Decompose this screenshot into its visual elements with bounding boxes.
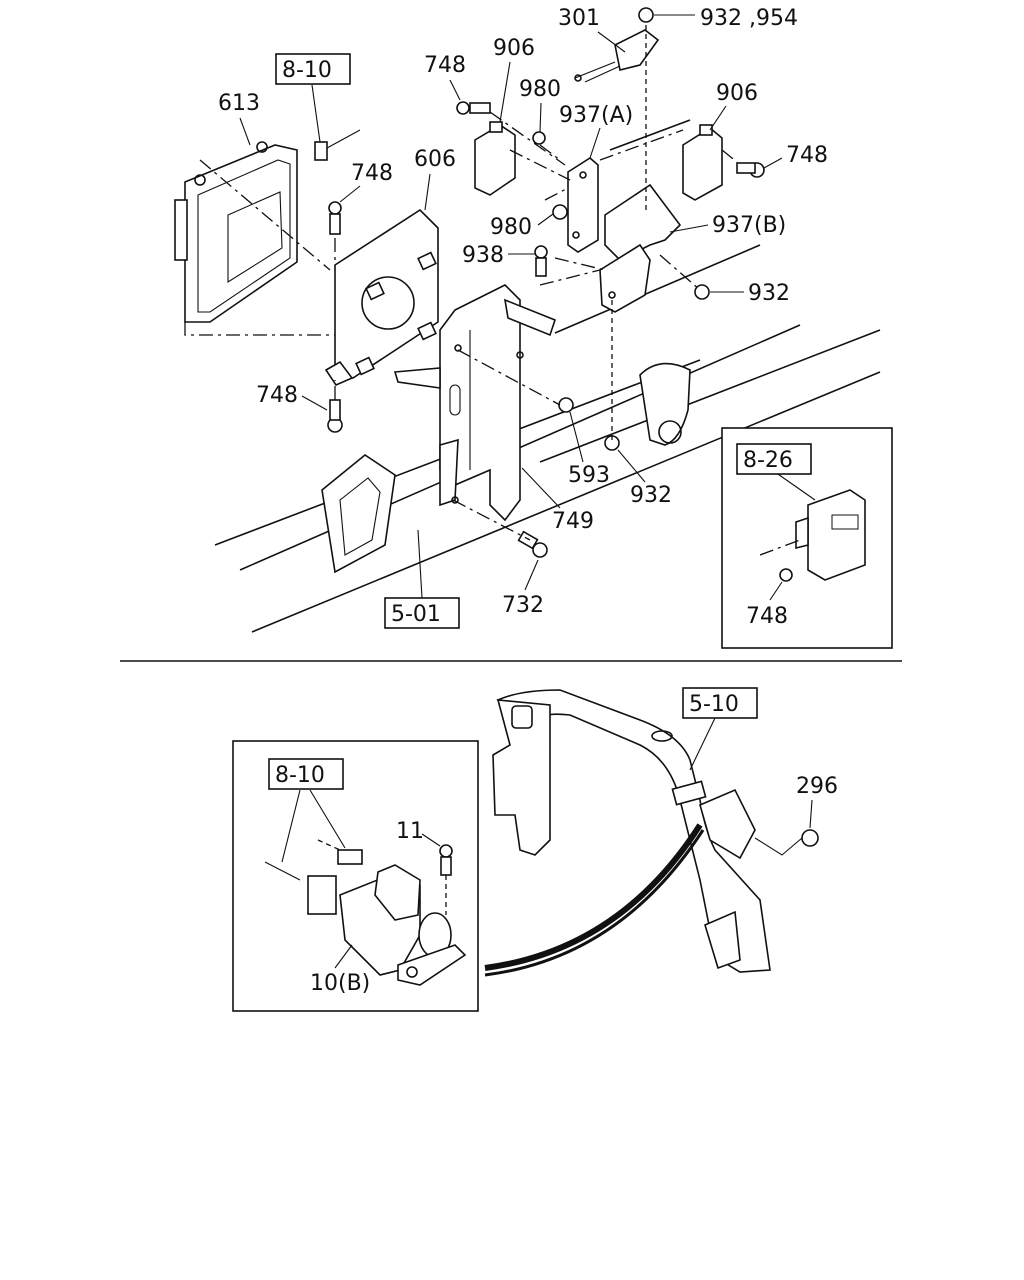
label-748-c: 748 [351,161,393,186]
label-932-a: 932 [748,281,790,306]
label-613: 613 [218,91,260,116]
label-749: 749 [552,509,594,534]
label-980-b: 980 [490,215,532,240]
harness-bracket-5-10 [492,689,771,973]
relay-906-right [682,124,723,201]
fasteners-top [327,7,765,558]
sensor-301 [574,29,660,83]
connector-8-10-top [311,84,361,161]
alignment-lines-top [184,25,738,541]
label-906-a: 906 [493,36,535,61]
label-906-b: 906 [716,81,758,106]
label-301: 301 [558,6,600,31]
bracket-937a [567,157,599,253]
label-748-b: 748 [786,143,828,168]
label-10b: 10(B) [310,971,370,996]
nut-296 [754,829,819,856]
label-593: 593 [568,463,610,488]
mount-bracket-749 [393,284,556,522]
label-748-a: 748 [424,53,466,78]
relay-906-left [474,121,516,196]
labels-top: 8-10 301 932 ,954 748 906 980 937(A) 906… [218,6,828,629]
label-11: 11 [396,819,424,844]
label-748-e: 748 [746,604,788,629]
label-980-a: 980 [519,77,561,102]
bracket-937b [599,183,682,313]
label-296: 296 [796,774,838,799]
ref-8-26: 8-26 [743,448,793,473]
ref-8-10-top: 8-10 [282,58,332,83]
label-748-d: 748 [256,383,298,408]
label-932-b: 932 [630,483,672,508]
labels-bottom: 5-10 296 8-10 11 10(B) [268,687,838,996]
label-932-954: 932 ,954 [700,6,798,31]
ref-5-01: 5-01 [391,602,441,627]
label-938: 938 [462,243,504,268]
ref-5-10: 5-10 [689,692,739,717]
label-937b: 937(B) [712,213,786,238]
ecu-module-613 [174,141,298,323]
label-937a: 937(A) [559,103,633,128]
frame-gusset [321,454,396,574]
ref-8-10-inset: 8-10 [275,763,325,788]
ecu-bracket-606 [324,208,439,387]
hose-arc [484,823,703,971]
label-732: 732 [502,593,544,618]
frame-knuckle [639,362,691,446]
label-606: 606 [414,147,456,172]
